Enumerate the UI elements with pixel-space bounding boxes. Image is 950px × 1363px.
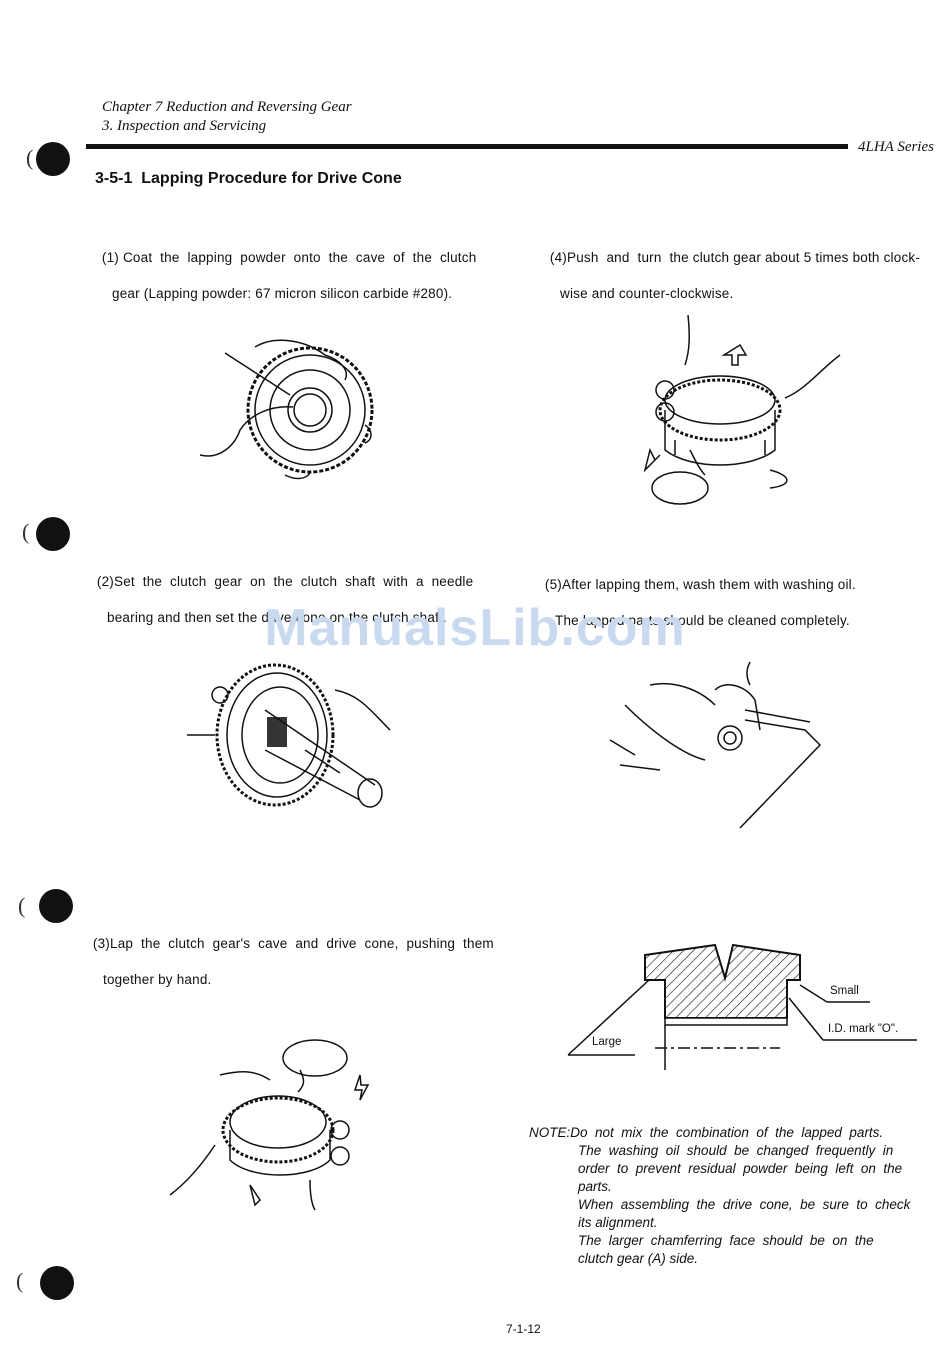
coat-powder-illustration — [199, 339, 374, 480]
note-block: NOTE:Do not mix the combination of the l… — [529, 1124, 929, 1268]
lap-by-hand-illustration — [169, 1039, 370, 1211]
step-4-text: (4)Push and turn the clutch gear about 5… — [549, 250, 921, 301]
note-line: its alignment. — [578, 1215, 658, 1230]
note-line: clutch gear (A) side. — [578, 1251, 699, 1266]
step-2-text: (2)Set the clutch gear on the clutch sha… — [96, 574, 474, 625]
drive-cone-section-diagram — [567, 943, 917, 1070]
binding-hole — [36, 517, 70, 551]
note-line: Do not mix the combination of the lapped… — [570, 1125, 884, 1140]
step-3-text: (3)Lap the clutch gear's cave and drive … — [92, 936, 494, 987]
push-turn-illustration — [643, 314, 841, 505]
binding-hole — [36, 142, 70, 176]
binding-bracket: ( — [16, 1268, 24, 1293]
binding-hole — [39, 889, 73, 923]
clutch-shaft-illustration — [187, 663, 391, 808]
chapter-title: Chapter 7 Reduction and Reversing Gear — [102, 99, 352, 115]
page-title: 3-5-1 Lapping Procedure for Drive Cone — [95, 170, 402, 187]
note-line: order to prevent residual powder being l… — [578, 1161, 903, 1176]
note-line: The larger chamferring face should be on… — [578, 1233, 874, 1248]
binding-hole — [40, 1266, 74, 1300]
series-label: 4LHA Series — [858, 139, 934, 155]
header-rule — [86, 144, 848, 149]
step-1-text: (1) Coat the lapping powder onto the cav… — [101, 250, 477, 301]
id-mark-label: I.D. mark "O". — [828, 1023, 899, 1035]
small-label: Small — [830, 985, 859, 997]
page-number: 7-1-12 — [506, 1322, 541, 1336]
watermark: ManualsLib.com — [264, 599, 686, 657]
washing-illustration — [609, 661, 822, 829]
section-title: 3. Inspection and Servicing — [102, 118, 267, 134]
step-5-text: (5)After lapping them, wash them with wa… — [544, 577, 856, 628]
note-line: When assembling the drive cone, be sure … — [578, 1197, 911, 1212]
binding-bracket: ( — [26, 145, 34, 170]
note-label: NOTE: — [529, 1125, 571, 1140]
note-line: The washing oil should be changed freque… — [578, 1143, 894, 1158]
note-line: parts. — [578, 1179, 612, 1194]
large-label: Large — [592, 1036, 622, 1048]
binding-bracket: ( — [18, 893, 26, 918]
binding-bracket: ( — [22, 519, 30, 544]
